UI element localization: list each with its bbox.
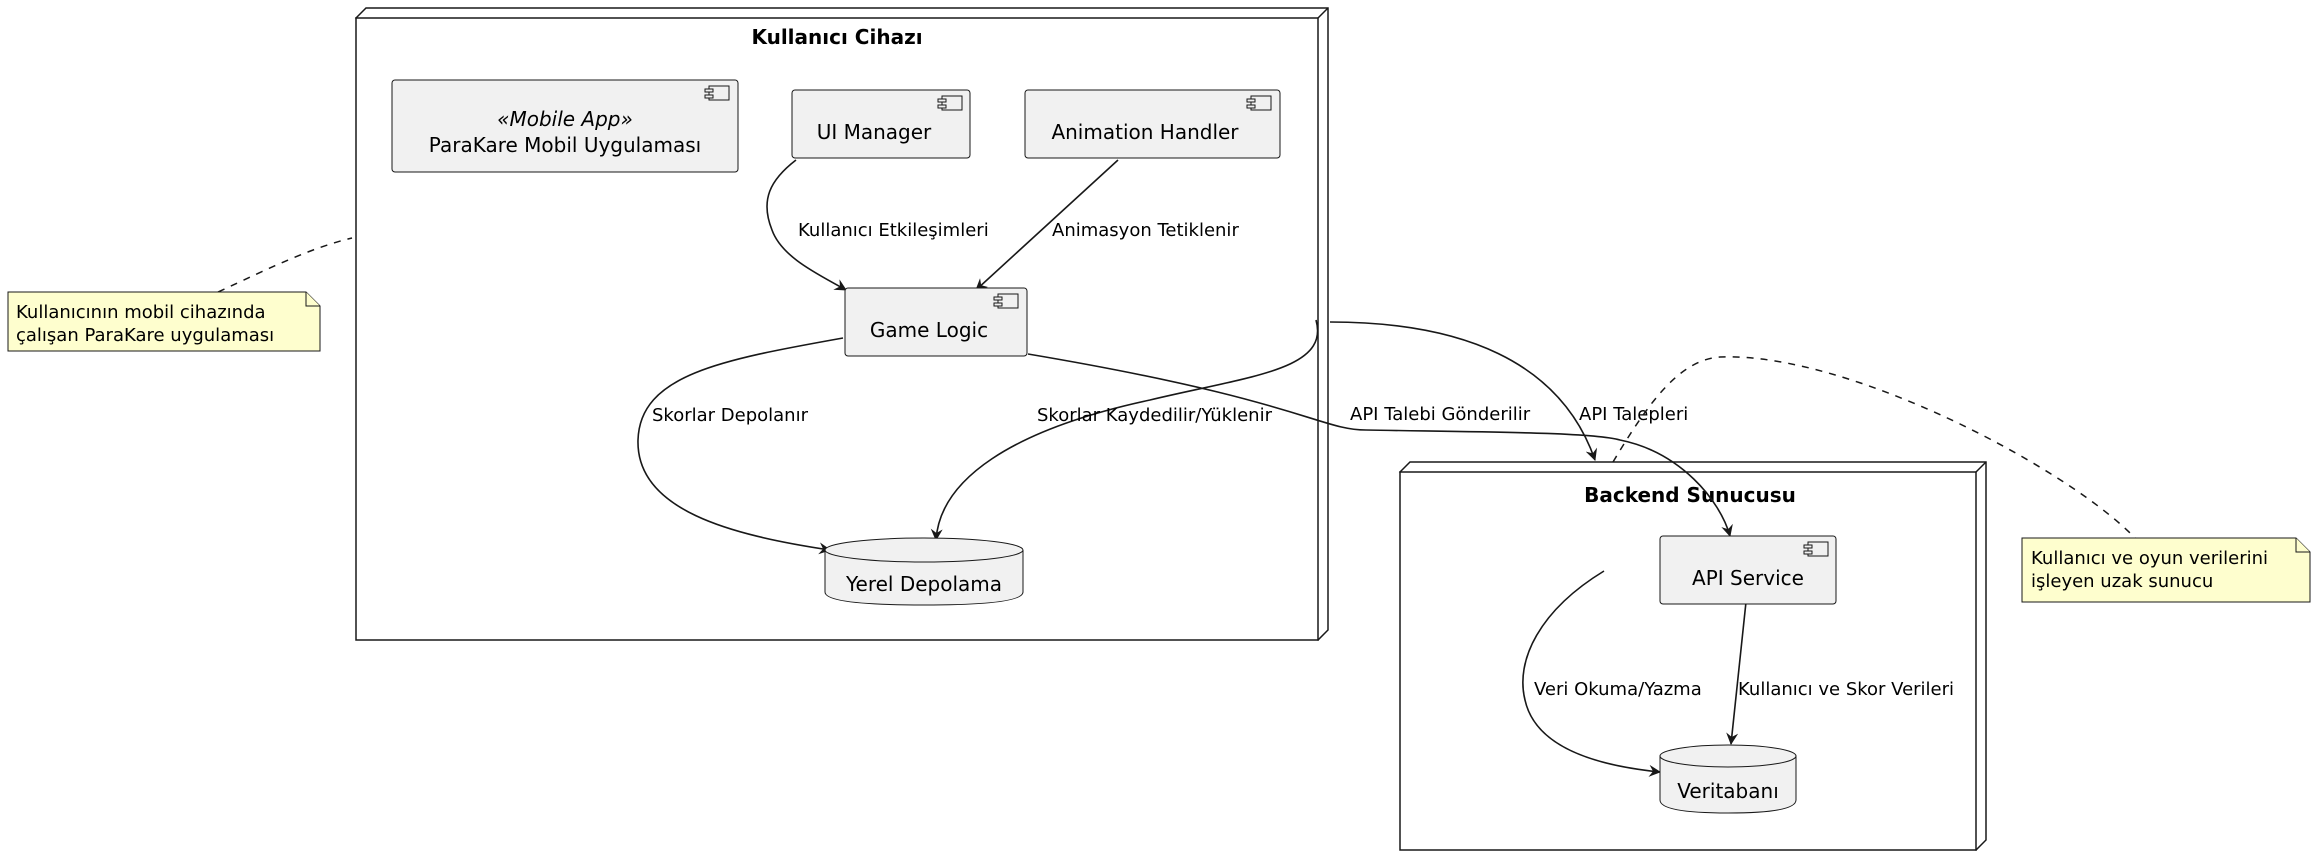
component-icon <box>1250 95 1272 111</box>
component-icon <box>997 293 1019 309</box>
edge-label-scores-stored: Skorlar Depolanır <box>652 405 809 426</box>
edge-game-to-api <box>1027 353 1733 537</box>
edges <box>637 159 1747 777</box>
edge-anim-to-game <box>975 159 1119 291</box>
edge-api-to-db <box>1726 601 1747 745</box>
edge-label-api-requests: API Talepleri <box>1579 404 1688 425</box>
stereotype-mobile-app: «Mobile App» <box>497 107 633 131</box>
note-backend: Kullanıcı ve oyun verilerini işleyen uza… <box>1612 356 2311 603</box>
component-label-mobile-app: ParaKare Mobil Uygulaması <box>429 133 701 157</box>
edge-label-scores-saved-loaded: Skorlar Kaydedilir/Yüklenir <box>1037 405 1273 426</box>
database-yerel-depolama[interactable]: Yerel Depolama <box>824 537 1024 606</box>
component-ui-manager[interactable]: UI Manager <box>791 89 971 159</box>
database-label-local-storage: Yerel Depolama <box>845 572 1002 596</box>
note-backend-line-2: işleyen uzak sunucu <box>2031 571 2213 592</box>
edge-label-animation-triggered: Animasyon Tetiklenir <box>1052 220 1239 241</box>
component-icon <box>1807 541 1829 557</box>
component-label-api-service: API Service <box>1692 566 1804 590</box>
edge-backend-to-db <box>1522 570 1661 777</box>
note-device-line-1: Kullanıcının mobil cihazında <box>16 302 266 323</box>
component-mobile-app[interactable]: «Mobile App» ParaKare Mobil Uygulaması <box>391 79 739 173</box>
component-icon <box>708 85 730 101</box>
edge-label-user-interactions: Kullanıcı Etkileşimleri <box>798 220 989 241</box>
edge-label-api-request-sent: API Talebi Gönderilir <box>1350 404 1531 425</box>
node-title-device: Kullanıcı Cihazı <box>751 25 922 49</box>
edge-labels: Kullanıcı Etkileşimleri Animasyon Tetikl… <box>652 220 1954 700</box>
edge-label-data-read-write: Veri Okuma/Yazma <box>1534 679 1702 700</box>
database-label-veritabani: Veritabanı <box>1677 779 1779 803</box>
component-icon <box>941 95 963 111</box>
component-label-game-logic: Game Logic <box>870 318 988 342</box>
node-title-backend: Backend Sunucusu <box>1584 483 1796 507</box>
edge-device-to-backend <box>1329 321 1598 461</box>
edge-ui-to-game <box>766 159 847 291</box>
component-animation-handler[interactable]: Animation Handler <box>1024 89 1281 159</box>
note-backend-line-1: Kullanıcı ve oyun verilerini <box>2031 548 2268 569</box>
edge-device-to-storage <box>930 319 1319 541</box>
note-device-line-2: çalışan ParaKare uygulaması <box>16 325 274 346</box>
edge-game-to-storage <box>637 337 844 555</box>
component-api-service[interactable]: API Service <box>1659 535 1837 605</box>
component-label-ui-manager: UI Manager <box>817 120 932 144</box>
edge-label-user-score-data: Kullanıcı ve Skor Verileri <box>1738 679 1954 700</box>
component-game-logic[interactable]: Game Logic <box>844 287 1028 357</box>
note-device: Kullanıcının mobil cihazında çalışan Par… <box>7 237 353 352</box>
database-veritabani[interactable]: Veritabanı <box>1659 744 1797 814</box>
component-label-animation-handler: Animation Handler <box>1051 120 1239 144</box>
